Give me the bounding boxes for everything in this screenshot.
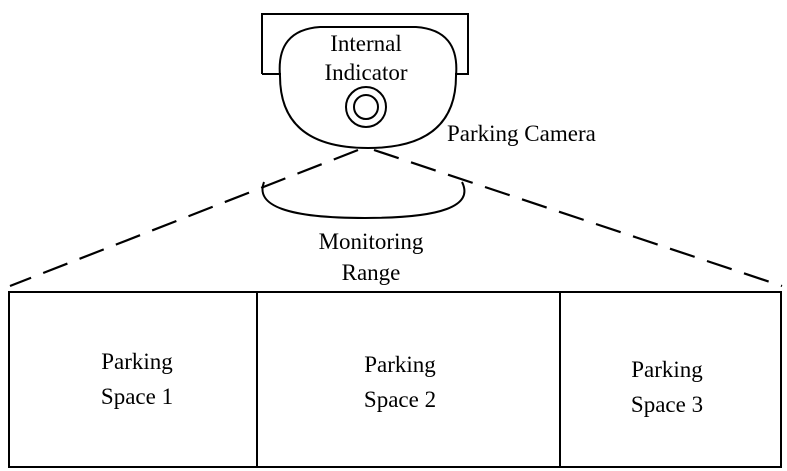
range-left-dashed-line: [9, 148, 359, 288]
camera-label: Parking Camera: [447, 121, 596, 146]
indicator-label-line2: Indicator: [324, 60, 407, 85]
parking-space-2-label-line1: Parking: [364, 352, 436, 377]
monitoring-range-label-line2: Range: [342, 260, 401, 285]
indicator-label-line1: Internal: [330, 31, 402, 56]
parking-space-3-label-line1: Parking: [631, 357, 703, 382]
camera-lens-inner: [353, 94, 379, 120]
camera-dome: [278, 26, 458, 150]
parking-space-1-label-line1: Parking: [101, 349, 173, 374]
camera-lens-outer: [345, 86, 387, 128]
parking-space-3-label-line2: Space 3: [631, 392, 703, 417]
range-right-dashed-line: [373, 148, 783, 288]
parking-space-2-label-line2: Space 2: [364, 387, 436, 412]
parking-space-2-box: [256, 291, 561, 468]
monitoring-range-label-line1: Monitoring: [319, 229, 424, 254]
camera-mount-bracket: [261, 13, 469, 75]
parking-space-3-box: [559, 291, 782, 468]
parking-space-1-label-line2: Space 1: [101, 384, 173, 409]
monitoring-range-arc: [261, 181, 466, 220]
parking-space-1-box: [8, 291, 258, 468]
